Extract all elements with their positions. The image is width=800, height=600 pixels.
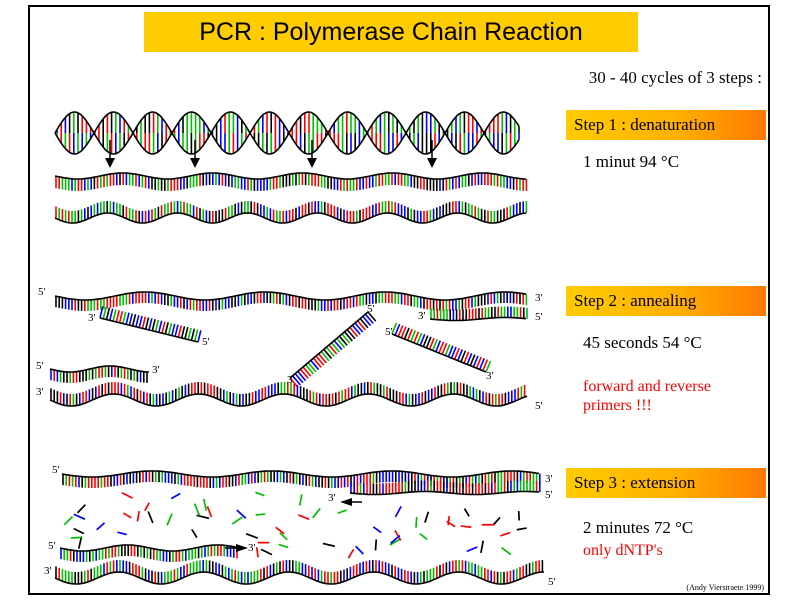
step1-label: Step 1 : denaturation <box>574 115 716 134</box>
label-3prime: 3' <box>248 542 256 554</box>
double-helix <box>54 111 520 155</box>
label-3prime: 3' <box>88 312 96 324</box>
label-3prime: 3' <box>328 492 336 504</box>
left-arrow-icon <box>340 498 362 506</box>
label-5prime: 5' <box>36 360 44 372</box>
step3-label: Step 3 : extension <box>574 473 696 492</box>
primer-floating-b <box>391 322 492 373</box>
label-3prime: 3' <box>418 310 426 322</box>
step2-note-line2: primers !!! <box>583 397 652 414</box>
extension-new-strand-top <box>349 480 541 496</box>
label-3prime: 3' <box>545 473 553 485</box>
step2-box-bg <box>566 286 766 316</box>
denatured-strand-bottom <box>54 201 528 224</box>
down-arrow-icon <box>105 140 115 168</box>
step3-box-bg <box>566 468 766 498</box>
template-strand-top <box>54 291 528 311</box>
step1-condition: 1 minut 94 °C <box>583 152 680 171</box>
credit: (Andy Vierstraete 1999) <box>686 583 764 592</box>
down-arrow-icon <box>307 140 317 168</box>
title-banner: PCR : Polymerase Chain Reaction <box>144 12 638 52</box>
down-arrow-icon <box>427 140 437 168</box>
label-3prime: 3' <box>287 374 295 386</box>
page-title: PCR : Polymerase Chain Reaction <box>199 17 583 46</box>
label-5prime: 5' <box>535 400 543 412</box>
denatured-strand-top <box>54 172 528 191</box>
step3-condition: 2 minutes 72 °C <box>583 518 694 537</box>
step2-note-line1: forward and reverse <box>583 378 711 395</box>
free-dntps <box>63 491 527 559</box>
extension-new-strand-bottom <box>59 544 241 562</box>
label-5prime: 5' <box>52 464 60 476</box>
label-3prime: 3' <box>486 370 494 382</box>
label-5prime: 5' <box>535 311 543 323</box>
primer-right-top <box>429 306 528 322</box>
label-5prime: 5' <box>548 576 556 588</box>
step2-condition: 45 seconds 54 °C <box>583 333 702 352</box>
label-5prime: 5' <box>385 326 393 338</box>
primer-left <box>99 306 202 343</box>
step1-box-bg <box>566 110 766 140</box>
label-5prime: 5' <box>545 489 553 501</box>
extension-strand-top <box>61 470 541 488</box>
label-3prime: 3' <box>36 386 44 398</box>
extension-strand-bottom <box>54 560 545 585</box>
label-3prime: 3' <box>535 292 543 304</box>
right-arrow-icon <box>225 544 248 552</box>
label-5prime: 5' <box>202 336 210 348</box>
label-5prime: 5' <box>48 540 56 552</box>
cycles-text: 30 - 40 cycles of 3 steps : <box>588 68 762 87</box>
label-3prime: 3' <box>44 565 52 577</box>
down-arrow-icon <box>190 140 200 168</box>
label-3prime: 3' <box>152 364 160 376</box>
annealed-primer-bottom <box>49 365 150 383</box>
primer-floating-a <box>289 311 377 388</box>
template-strand-bottom <box>49 382 528 407</box>
label-5prime: 5' <box>38 286 46 298</box>
step2-label: Step 2 : annealing <box>574 291 697 310</box>
label-5prime: 5' <box>367 303 375 315</box>
step3-note: only dNTP's <box>583 542 663 559</box>
